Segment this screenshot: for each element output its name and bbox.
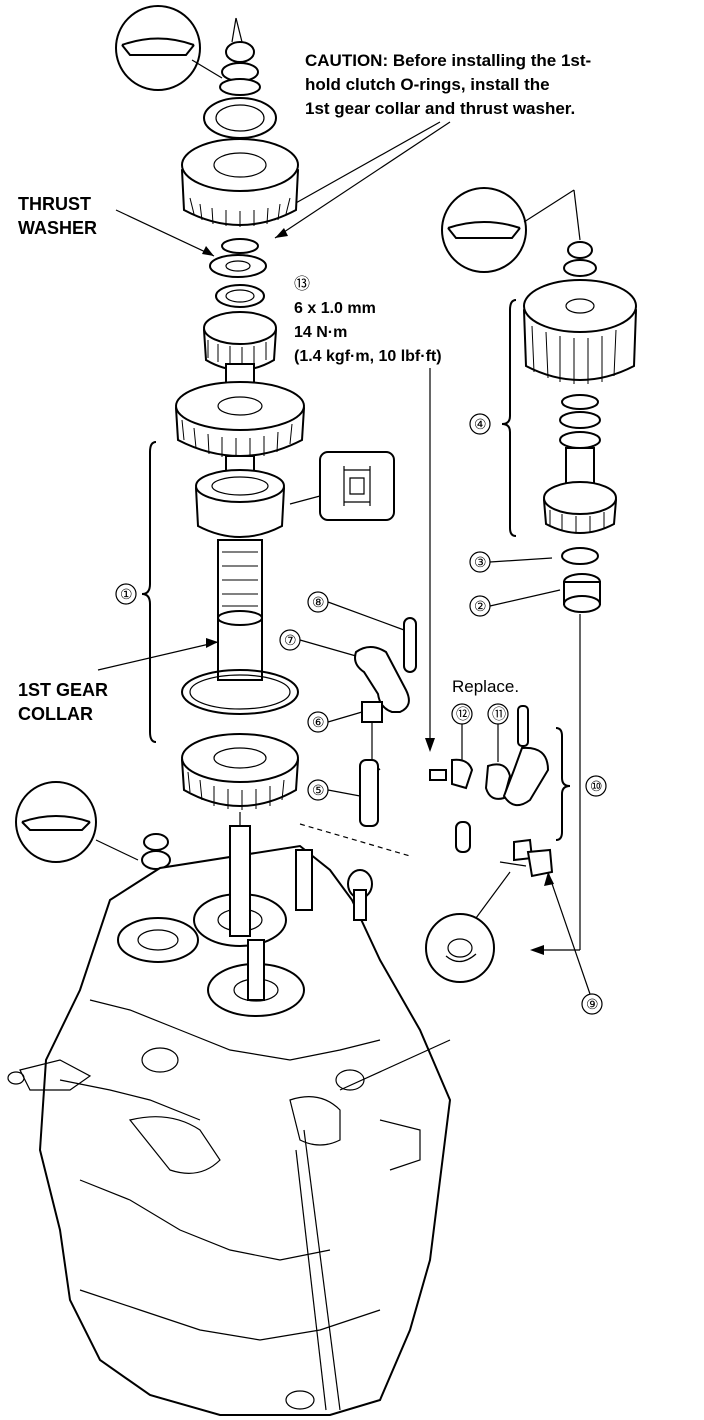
replace-label: Replace.	[452, 677, 519, 696]
callout-1: ①	[120, 586, 133, 602]
o-ring-detail-circle-top-right	[441, 187, 581, 273]
callout-10-circle	[585, 775, 607, 797]
assembly-dash-line	[299, 823, 411, 857]
callout-3: ③	[474, 554, 487, 570]
shift-parts-group	[354, 617, 417, 827]
callout-9: ⑨	[586, 996, 599, 1012]
callout-7-leader	[299, 639, 357, 657]
callout-3-leader	[489, 557, 553, 563]
caution-line-2: hold clutch O-rings, install the	[305, 75, 550, 94]
spec-ref-13: ⑬	[294, 275, 310, 293]
caution-arrowhead-2	[275, 228, 288, 238]
callout-11: ⑪	[492, 706, 506, 722]
thrust-washer-label-line2: WASHER	[18, 218, 97, 238]
brace-item-1	[141, 441, 157, 743]
callout-5: ⑤	[312, 782, 325, 798]
thrust-washer-arrowhead	[202, 246, 214, 256]
callout-9-arrowhead	[544, 872, 554, 886]
spec-torque-alt: (1.4 kgf·m, 10 lbf·ft)	[294, 348, 442, 365]
first-gear-collar-label-line1: 1ST GEAR	[18, 680, 108, 700]
callout-10: ⑩	[590, 778, 603, 794]
caution-line-1: CAUTION: Before installing the 1st-	[305, 51, 591, 70]
countershaft-stack	[522, 241, 638, 955]
needle-bearing-detail-box	[289, 451, 395, 521]
callout-8: ⑧	[312, 594, 325, 610]
callout-8-leader	[327, 601, 405, 631]
brace-item-4	[501, 299, 517, 537]
callout-7: ⑦	[284, 632, 297, 648]
callout-2-leader	[489, 589, 561, 607]
first-gear-collar-leader	[97, 641, 219, 671]
first-gear-collar-label-line2: COLLAR	[18, 704, 93, 724]
mainshaft-stack	[174, 17, 306, 830]
callout-5-leader	[327, 789, 361, 797]
callout-4-circle	[469, 413, 491, 435]
thrust-washer-leader	[115, 209, 215, 257]
callout-1-circle	[115, 583, 137, 605]
callout-6-leader	[327, 711, 363, 723]
o-ring-detail-circle-top-left	[115, 5, 223, 91]
caution-line-3: 1st gear collar and thrust washer.	[305, 99, 575, 118]
spring-detail-circle	[425, 871, 511, 983]
callout-9-circle	[581, 993, 603, 1015]
callout-9-leader	[547, 871, 591, 995]
spec-size: 6 x 1.0 mm	[294, 300, 376, 317]
spec-leader-arrowhead	[425, 738, 435, 752]
replace-parts-group	[429, 705, 554, 878]
callout-4: ④	[474, 416, 487, 432]
caution-arrow-2	[274, 121, 451, 239]
first-gear-collar-arrowhead	[206, 638, 218, 648]
callout-2: ②	[474, 598, 487, 614]
callout-6: ⑥	[312, 714, 325, 730]
spec-torque: 14 N·m	[294, 324, 347, 341]
callout-12: ⑫	[456, 706, 470, 722]
brace-item-10	[555, 727, 571, 841]
transmission-case	[7, 825, 452, 1416]
o-ring-detail-circle-left	[15, 781, 171, 870]
thrust-washer-label-line1: THRUST	[18, 194, 91, 214]
